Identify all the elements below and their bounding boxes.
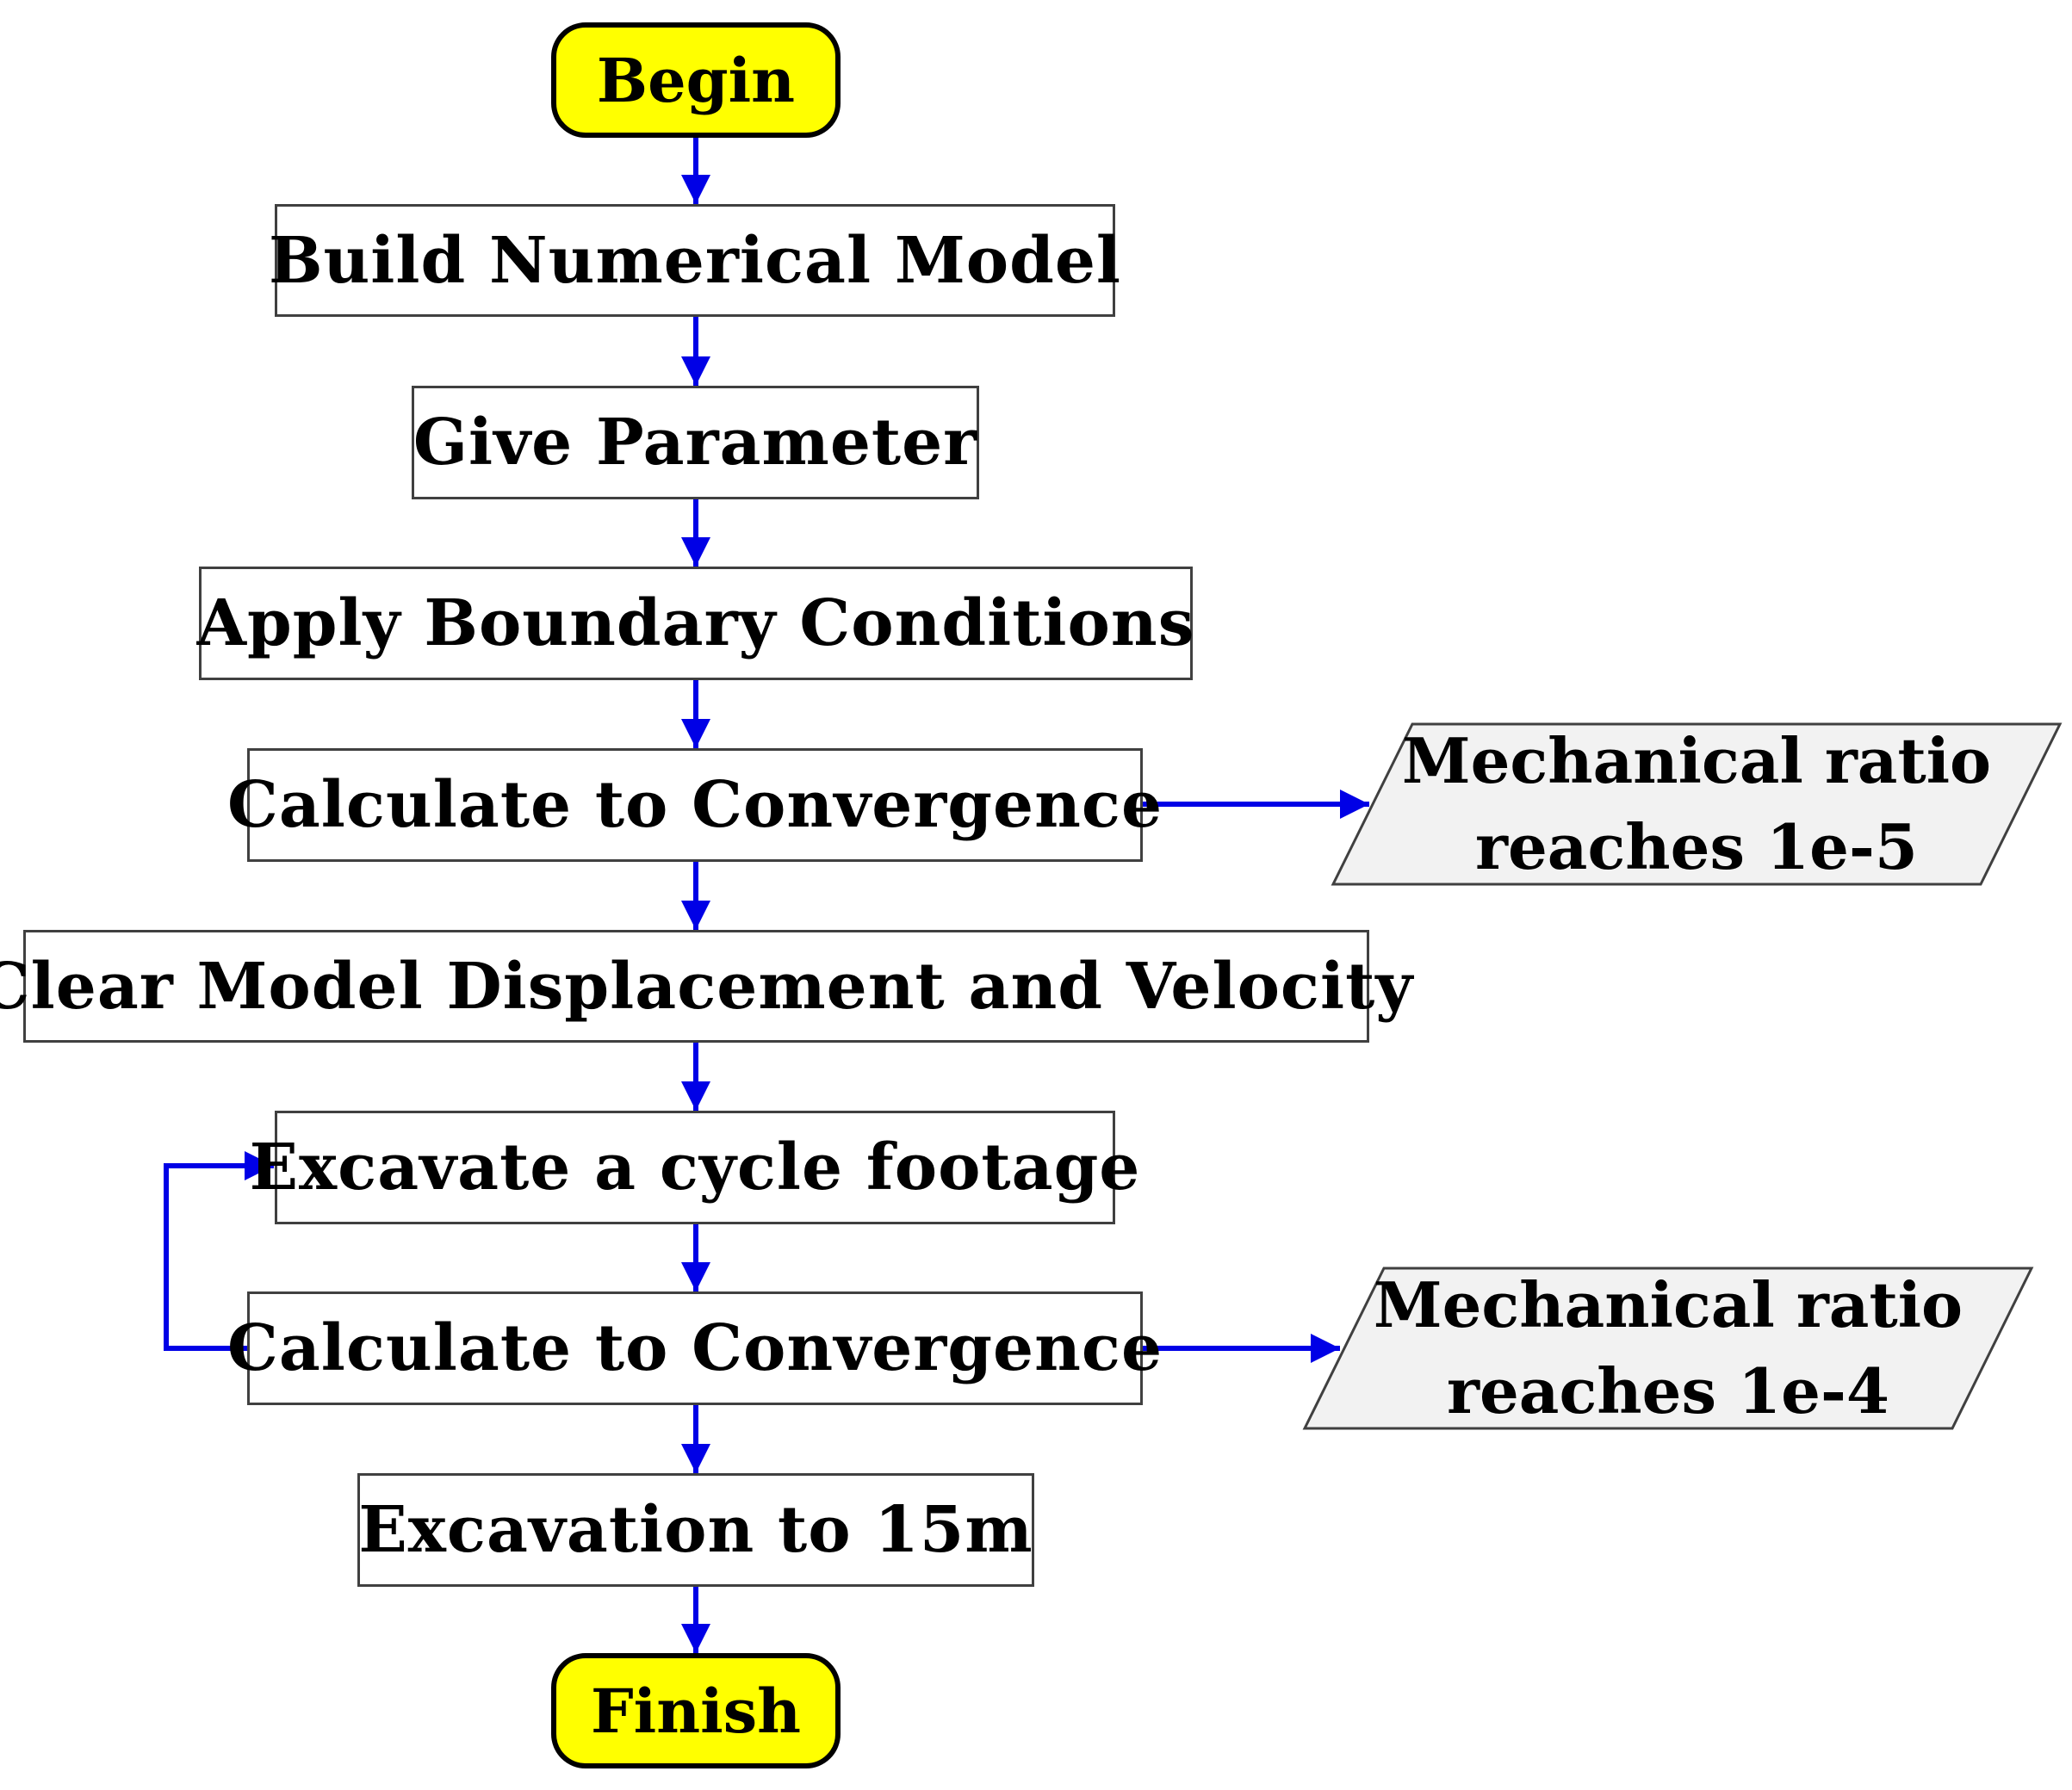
step-give-parameter: Give Parameter (412, 386, 979, 499)
loop-arrow-calc2-to-excavate (164, 1151, 274, 1351)
note-text: Mechanical ratio reaches 1e-5 (1331, 722, 2063, 887)
step-label: Excavate a cycle footage (249, 1130, 1141, 1205)
begin-label: Begin (596, 44, 796, 116)
step-label: Excavation to 15m (358, 1493, 1033, 1567)
step-label: Build Numerical Model (268, 223, 1122, 298)
step-label: Give Parameter (413, 406, 978, 480)
note-text: Mechanical ratio reaches 1e-4 (1302, 1266, 2034, 1431)
step-calculate-to-convergence-2: Calculate to Convergence (227, 1291, 1162, 1405)
parallelogram-shape (1302, 1267, 2034, 1430)
step-label: Calculate to Convergence (226, 768, 1163, 842)
note-line-1: Mechanical ratio (1373, 1268, 1963, 1341)
step-excavate-cycle-footage: Excavate a cycle footage (250, 1111, 1139, 1224)
step-label: Calculate to Convergence (226, 1311, 1163, 1385)
step-build-numerical-model: Build Numerical Model (269, 204, 1120, 317)
note-line-1: Mechanical ratio (1401, 724, 1992, 797)
step-apply-boundary-conditions: Apply Boundary Conditions (196, 567, 1195, 680)
note-line-2: reaches 1e-4 (1447, 1354, 1889, 1428)
note-line-2: reaches 1e-5 (1475, 810, 1918, 883)
finish-label: Finish (590, 1675, 802, 1747)
step-label: Apply Boundary Conditions (196, 586, 1195, 660)
step-excavation-to-15m: Excavation to 15m (357, 1473, 1034, 1587)
step-calculate-to-convergence-1: Calculate to Convergence (227, 748, 1162, 862)
finish-terminal: Finish (551, 1653, 841, 1768)
step-clear-displacement-velocity: Clear Model Displacement and Velocity (0, 930, 1412, 1043)
parallelogram-shape (1331, 722, 2063, 886)
begin-terminal: Begin (551, 22, 841, 138)
note-mechanical-ratio-1e-5: Mechanical ratio reaches 1e-5 (1331, 722, 2063, 887)
note-mechanical-ratio-1e-4: Mechanical ratio reaches 1e-4 (1302, 1266, 2034, 1431)
step-label: Clear Model Displacement and Velocity (0, 949, 1414, 1024)
